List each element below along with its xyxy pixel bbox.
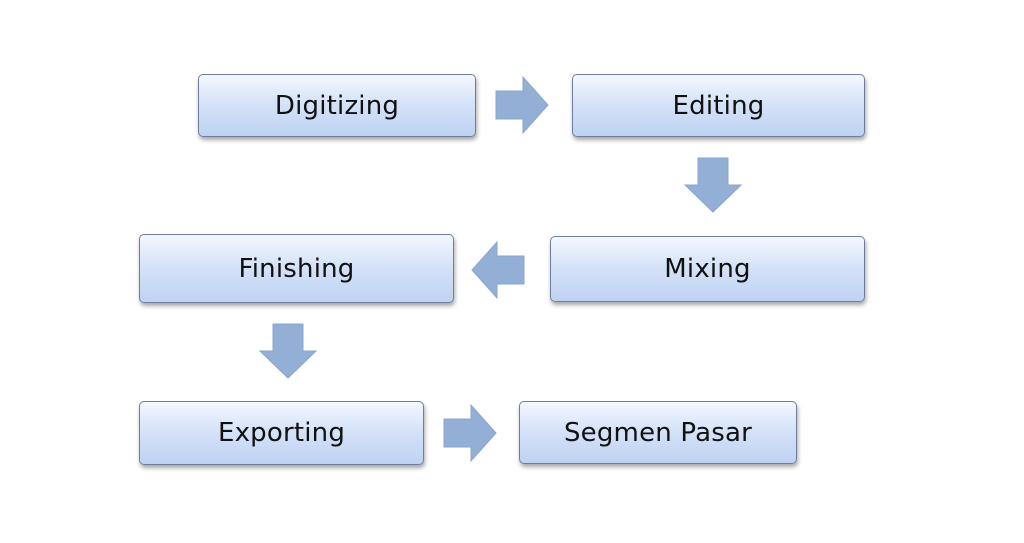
arrow-down-icon bbox=[683, 157, 743, 213]
arrow-right-icon bbox=[495, 75, 549, 135]
arrow-down-icon bbox=[258, 323, 318, 379]
step-editing: Editing bbox=[572, 74, 865, 137]
step-exporting: Exporting bbox=[139, 401, 424, 465]
step-segmen-pasar: Segmen Pasar bbox=[519, 401, 797, 464]
step-finishing: Finishing bbox=[139, 234, 454, 303]
step-label: Segmen Pasar bbox=[563, 417, 753, 448]
step-label: Digitizing bbox=[274, 90, 400, 121]
arrow-right-icon bbox=[443, 403, 497, 463]
step-label: Mixing bbox=[664, 254, 751, 284]
step-digitizing: Digitizing bbox=[198, 74, 476, 137]
arrow-left-icon bbox=[471, 240, 525, 300]
step-mixing: Mixing bbox=[550, 236, 865, 302]
step-label: Editing bbox=[672, 90, 765, 121]
step-label: Finishing bbox=[238, 253, 355, 284]
step-label: Exporting bbox=[217, 418, 346, 448]
